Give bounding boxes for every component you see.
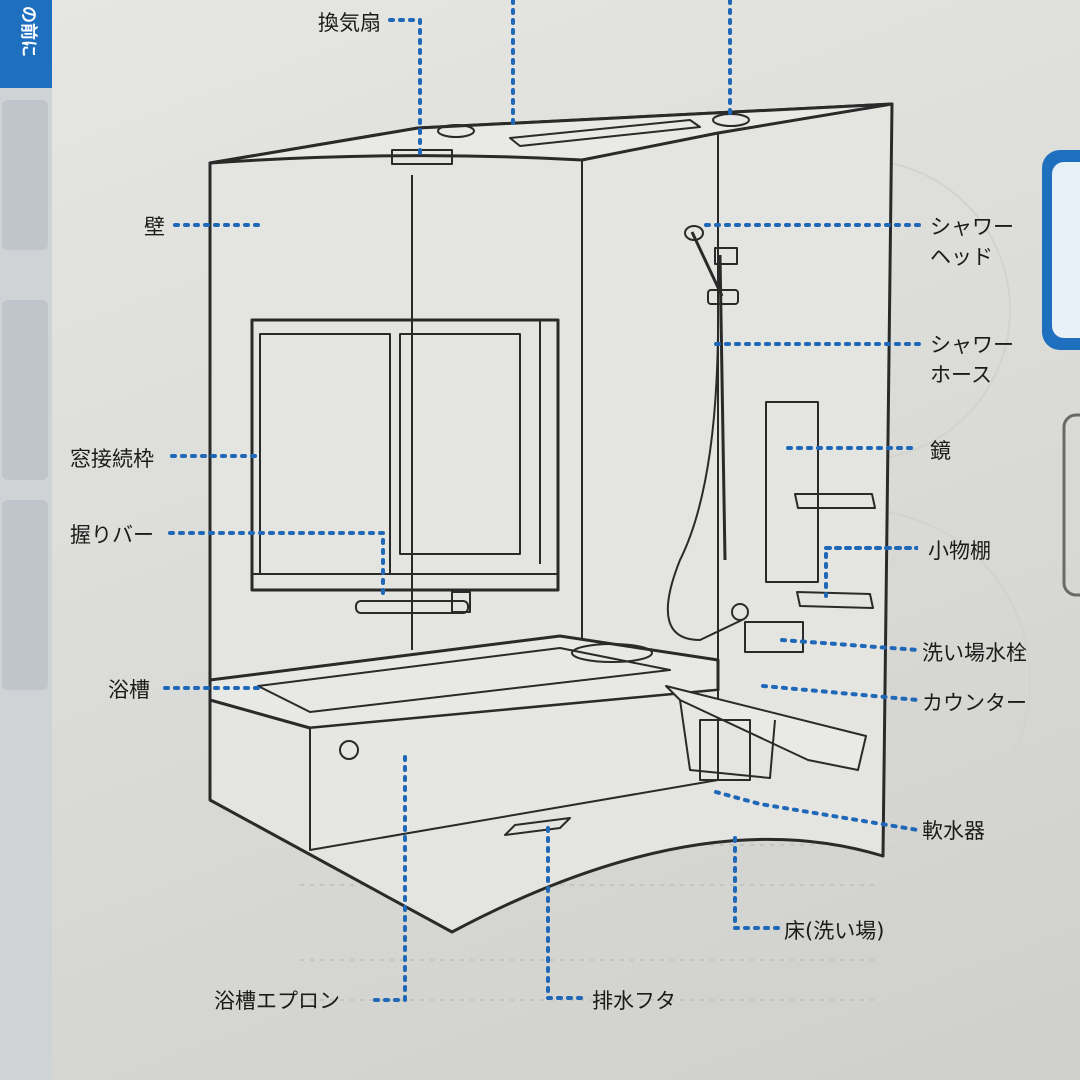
label-kotana: 小物棚 — [928, 539, 991, 563]
label-mado: 窓接続枠 — [70, 447, 154, 471]
label-shower-hose-line1: シャワー — [930, 333, 1014, 357]
label-haisui: 排水フタ — [592, 989, 676, 1013]
label-kabe: 壁 — [144, 215, 165, 239]
label-shower-head-line2: ヘッド — [930, 245, 993, 269]
label-nansuiki: 軟水器 — [922, 819, 985, 843]
label-shower-hose-line2: ホース — [930, 363, 992, 387]
label-apron: 浴槽エプロン — [214, 989, 340, 1013]
label-shower-head-line1: シャワー — [930, 215, 1014, 239]
chapter-tab — [0, 0, 52, 88]
part-labels: 換気扇 壁 シャワー ヘッド シャワー ホース 鏡 窓接続枠 握りバー 小物棚 … — [70, 11, 1027, 1013]
label-suisen: 洗い場水栓 — [922, 641, 1027, 665]
label-nigiri: 握りバー — [70, 523, 154, 547]
label-kagami: 鏡 — [930, 439, 951, 463]
label-yokuso: 浴槽 — [108, 678, 150, 702]
label-yuka: 床(洗い場) — [784, 919, 884, 943]
label-kankisen: 換気扇 — [318, 11, 381, 35]
chapter-tab-label: の前に — [18, 6, 39, 57]
label-counter: カウンター — [922, 691, 1027, 715]
bathroom-unit-drawing — [208, 102, 894, 934]
leader-lines — [163, 0, 922, 1002]
